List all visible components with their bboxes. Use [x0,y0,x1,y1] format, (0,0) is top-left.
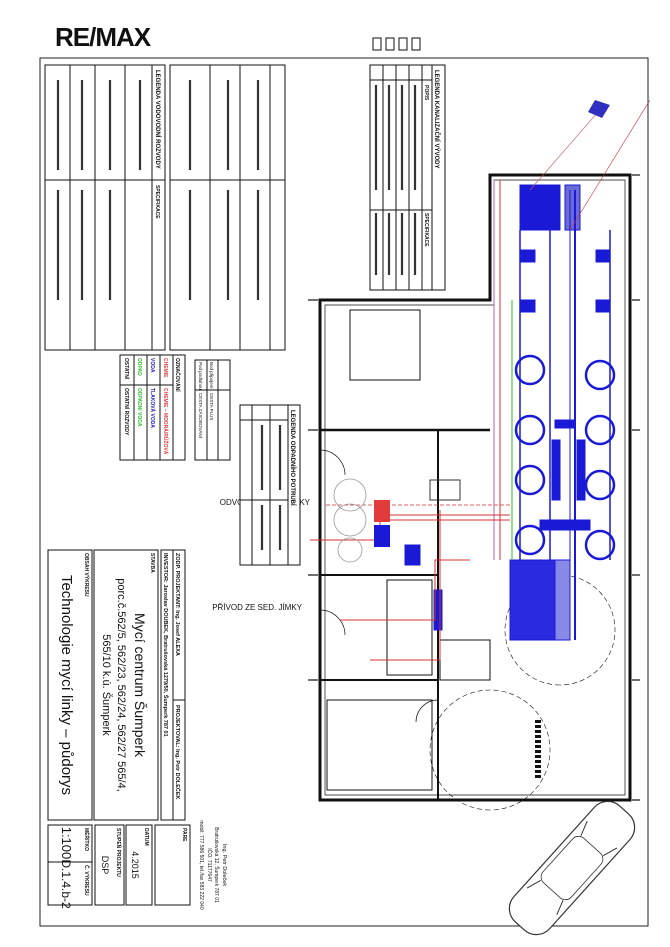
legend-colors: OZNAČOVÁNÍ CHEMIE CHEMIE – MODRÁ/RŮŽOVÁ … [119,354,186,461]
legend-column-header: POPIS [423,85,429,101]
connection-value: CESTA ZÁSOBOVÁNÍ [198,393,204,439]
legend-connection: Bod připojení Pod podlahou CESTA PLUS CE… [194,359,231,461]
pare-label: PARE [181,828,187,842]
color-label: VODA [149,358,155,373]
stupen-label: STUPEŇ PROJEKTU [115,828,123,877]
color-label: ODPAD [136,358,142,376]
datum-label: DATUM [143,828,149,846]
color-desc: TLAKOVÁ VODA [149,388,156,428]
stavba-label: STAVBA [149,553,155,573]
legend-odpad: LEGENDA ODPADNÍHO POTRUBÍ [239,404,301,566]
drawing-number: D.1.4.b-2 [59,859,73,909]
projektoval: PROJEKTOVAL: Ing. Petr DOLEČEK [174,705,181,800]
color-desc: OSTATNÍ ROZVODY [123,388,131,436]
legend-column-header: SPECIFIKACE [423,213,429,247]
color-label: OSTATNÍ [123,358,131,380]
stavba-name: Mycí centrum Šumperk [132,613,148,758]
north-arrow-icon [529,100,610,191]
address-line: mobil: 777 586 501, tel./fax 583 222 040 [198,820,204,909]
sheet-frame [39,57,649,927]
designer-address: Ing. Petr Doleček Bratrušovská 12, Šumpe… [198,820,227,909]
datum: 4.2015 [130,851,140,879]
connection-label: Pod podlahou [198,362,203,390]
remax-logo: RE/MAX [55,22,151,52]
legend-column-header: SPECIFIKACE [154,185,160,219]
obsah-label: OBSAH VÝKRESU [83,553,90,597]
investor: INVESTOR: Jaroslav DOUBEK, Bratrušovská … [162,553,170,737]
meritko: 1:100 [59,827,74,860]
color-desc: CHEMIE – MODRÁ/RŮŽOVÁ [162,388,170,455]
title-block [47,549,191,906]
meritko-label: MĚŘÍTKO [83,828,91,851]
color-desc: ODPADNÍ VODA [136,388,144,427]
color-label: CHEMIE [162,358,168,378]
drawing-title: Technologie mycí linky – půdorys [58,575,75,795]
legend-kanalizace-title: LEGENDA KANALIZAČNÍ VÝVODY [433,70,441,168]
address-line: Bratrušovská 12, Šumperk 787 01 [213,827,220,903]
legend-vodovod-title: LEGENDA VODOVODNÍ ROZVODY [154,70,162,169]
legend-odpad-title: LEGENDA ODPADNÍHO POTRUBÍ [289,410,297,506]
legend-colors-title: OZNAČOVÁNÍ [174,358,182,392]
cislo-label: Č. VÝKRESU [83,865,90,896]
privod-label: PŘÍVOD ZE SED. JÍMKY [212,603,302,612]
wash-line-equipment [404,184,616,641]
connection-label: Bod připojení [209,362,214,389]
stavba-location: 565/10 k.ú. Šumperk [100,634,113,736]
address-line: IČO: 71177647 [206,848,213,882]
legend-kanalizace: LEGENDA KANALIZAČNÍ VÝVODY POPIS SPECIFI… [369,37,446,291]
stupen: DSP [100,856,110,875]
building-walls [308,173,640,811]
pipe-routes [310,99,651,661]
connection-value: CESTA PLUS [209,393,214,420]
car-icon [508,800,636,936]
address-line: Ing. Petr Doleček [221,844,227,886]
legend-vodovod: LEGENDA VODOVODNÍ ROZVODY SPECIFIKACE [44,64,286,351]
zodp-projektant: ZODP. PROJEKTANT: Ing. Josef ALEXA [174,553,180,656]
stavba-parcels: porc.č.562/5, 562/23, 562/24, 562/27 565… [115,578,127,791]
